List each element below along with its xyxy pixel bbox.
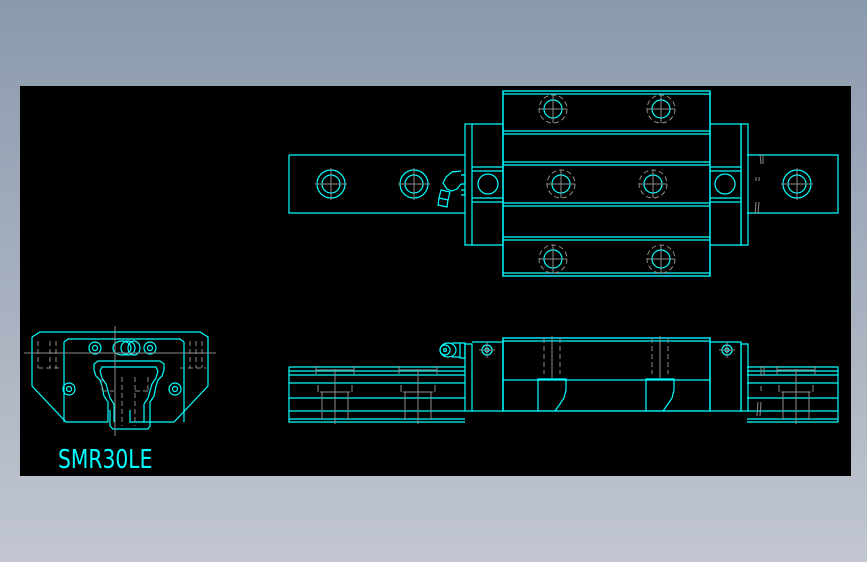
cad-drawing (24, 90, 839, 436)
carriage-hole (538, 94, 568, 124)
grease-nipple-side (439, 342, 466, 359)
carriage-hole (646, 244, 676, 274)
carriage-hole (646, 94, 676, 124)
rail-hole (781, 168, 813, 200)
carriage-hole (538, 244, 568, 274)
carriage-hole (546, 169, 576, 199)
carriage-hole (638, 169, 668, 199)
end-view (24, 326, 216, 436)
rail-hole (315, 168, 347, 200)
cad-drawing-canvas[interactable]: SMR30LE (20, 86, 851, 476)
part-number-label: SMR30LE (58, 445, 153, 475)
top-view (288, 90, 839, 277)
side-view (288, 336, 839, 424)
rail-hole (398, 168, 430, 200)
target-symbol (479, 342, 495, 358)
grease-nipple (437, 170, 466, 208)
target-symbol (719, 342, 735, 358)
